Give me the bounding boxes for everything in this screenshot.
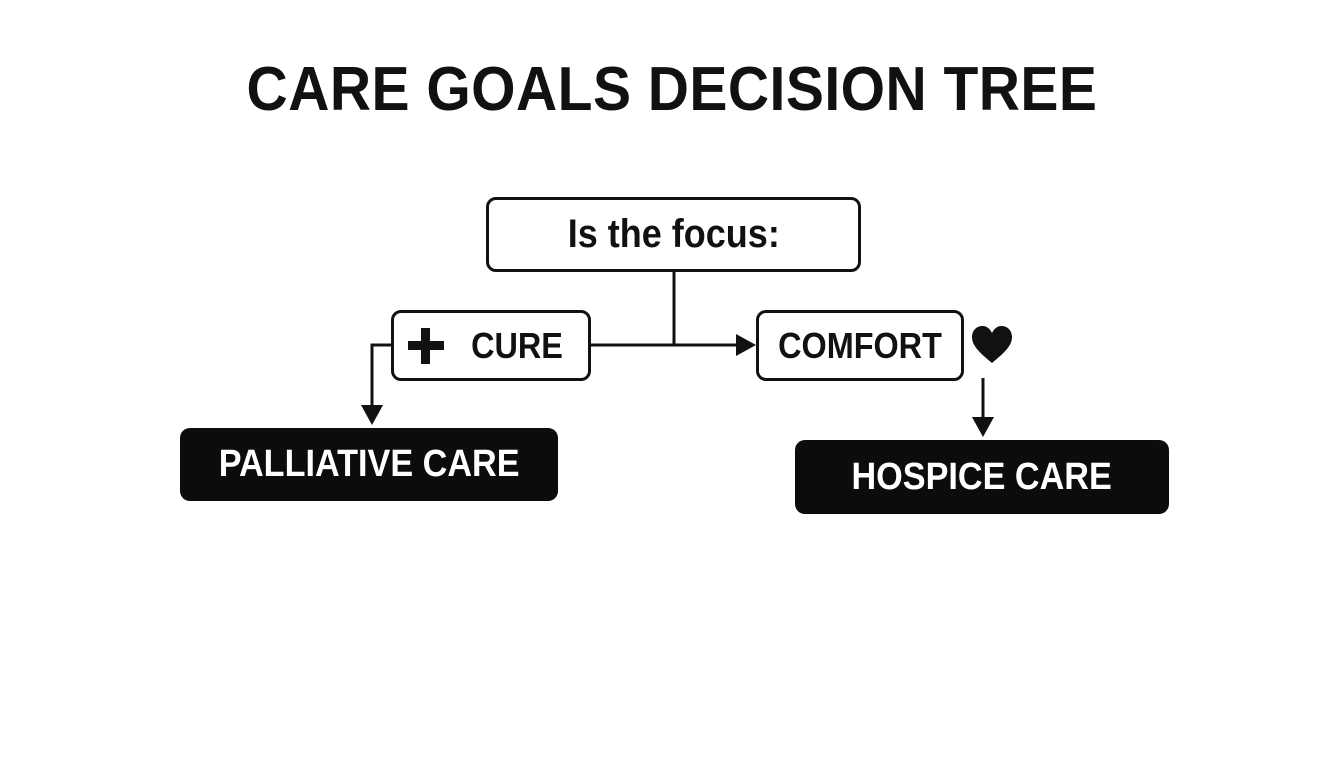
diagram-title: CARE GOALS DECISION TREE bbox=[246, 55, 1098, 124]
cure-label: CURE bbox=[471, 324, 563, 366]
arrowhead-comfort bbox=[736, 334, 756, 356]
comfort-label: COMFORT bbox=[778, 324, 942, 366]
comfort-node: COMFORT bbox=[756, 310, 964, 381]
hospice-care-label: HOSPICE CARE bbox=[851, 455, 1113, 498]
edge-cure-to-palliative bbox=[370, 343, 391, 412]
hospice-care-node: HOSPICE CARE bbox=[795, 440, 1169, 514]
heart-icon bbox=[972, 326, 1012, 363]
question-node: Is the focus: bbox=[486, 197, 861, 272]
plus-icon bbox=[408, 327, 444, 364]
cure-node: CURE bbox=[391, 310, 591, 381]
palliative-care-label: PALLIATIVE CARE bbox=[218, 443, 520, 485]
arrowhead-palliative bbox=[361, 405, 383, 425]
arrowhead-hospice bbox=[972, 417, 994, 437]
palliative-care-node: PALLIATIVE CARE bbox=[180, 428, 558, 501]
question-label: Is the focus: bbox=[567, 212, 780, 256]
